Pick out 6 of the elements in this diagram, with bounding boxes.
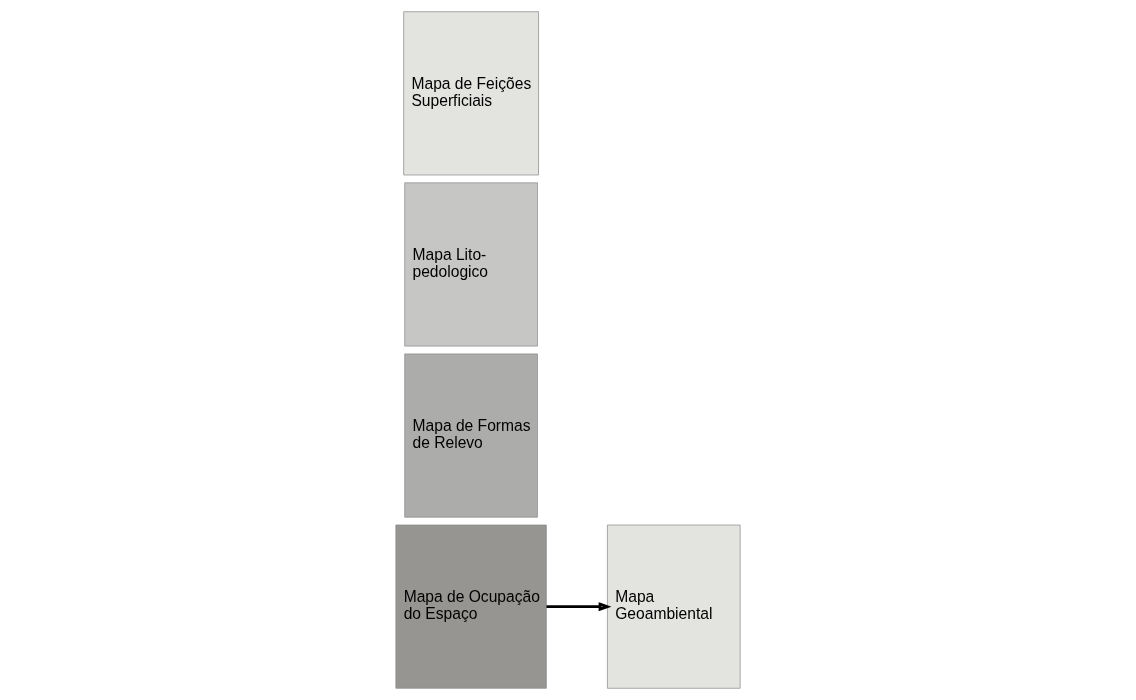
node-box: Mapa Lito-pedologico bbox=[404, 182, 538, 347]
node-box: Mapa de Formas de Relevo bbox=[404, 353, 538, 518]
node-box: Mapa de Feições Superficiais bbox=[403, 11, 539, 176]
node-box: Mapa de Ocupação do Espaço bbox=[395, 524, 547, 689]
arrow bbox=[546, 602, 612, 612]
node-box: Mapa Geoambiental bbox=[607, 524, 741, 689]
